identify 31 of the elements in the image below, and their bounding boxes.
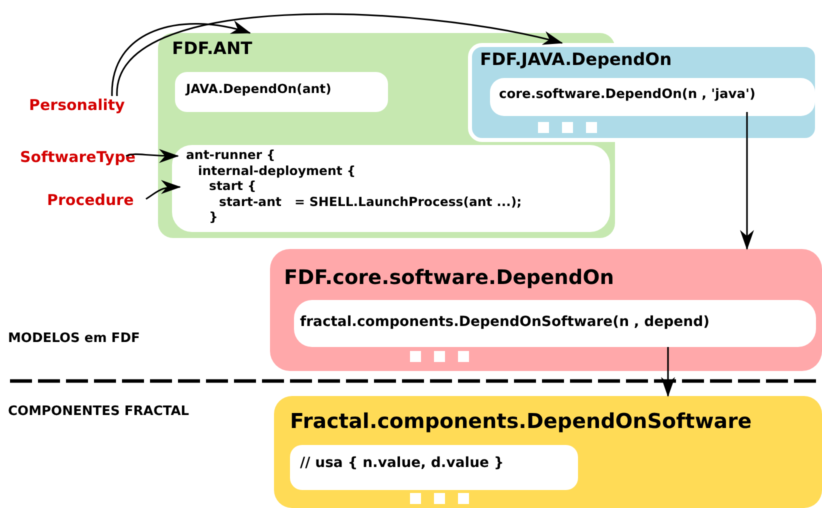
panel-title: Fractal.components.DependOnSoftware bbox=[290, 410, 752, 434]
group-panel bbox=[274, 396, 822, 508]
panel-title: FDF.ANT bbox=[172, 40, 252, 60]
annotation-label: SoftwareType bbox=[20, 149, 136, 166]
arrow bbox=[111, 21, 251, 96]
arrow bbox=[146, 180, 181, 200]
code-box bbox=[175, 72, 388, 112]
code-line: fractal.components.DependOnSoftware(n , depend) bbox=[300, 314, 710, 330]
arrow bbox=[661, 347, 675, 397]
arrow bbox=[740, 112, 754, 250]
code-line: } bbox=[209, 210, 218, 224]
code-box bbox=[290, 445, 578, 490]
arrow bbox=[116, 13, 563, 96]
code-line: JAVA.DependOn(ant) bbox=[186, 82, 332, 96]
code-line: // usa { n.value, d.value } bbox=[300, 455, 504, 472]
panel-title: FDF.JAVA.DependOn bbox=[480, 51, 672, 71]
code-box bbox=[294, 300, 816, 347]
code-line: ant-runner { bbox=[186, 148, 276, 162]
panel-title: FDF.core.software.DependOn bbox=[284, 266, 614, 289]
code-line: start-ant = SHELL.LaunchProcess(ant ...); bbox=[219, 194, 522, 209]
code-line: internal-deployment { bbox=[198, 164, 356, 178]
annotation-label: Personality bbox=[29, 97, 125, 114]
code-line: core.software.DependOn(n , 'java') bbox=[499, 88, 756, 103]
code-box bbox=[490, 78, 815, 116]
section-label: MODELOS em FDF bbox=[8, 332, 140, 347]
annotation-label: Procedure bbox=[47, 192, 134, 210]
code-line: start { bbox=[209, 179, 256, 194]
code-box bbox=[172, 145, 610, 232]
arrow bbox=[126, 148, 179, 163]
section-label: COMPONENTES FRACTAL bbox=[8, 405, 190, 420]
group-panel bbox=[270, 249, 822, 371]
